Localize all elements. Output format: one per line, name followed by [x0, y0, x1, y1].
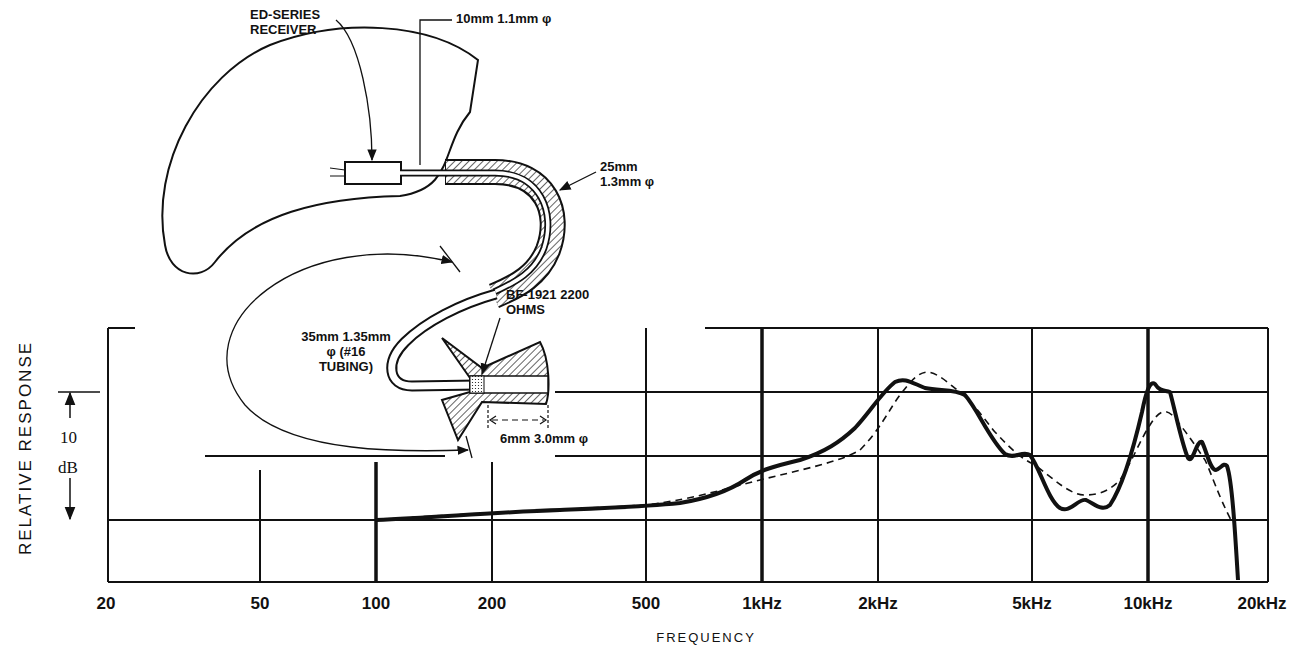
tick-label: 200: [478, 594, 506, 614]
tick-label: 5kHz: [1012, 594, 1052, 614]
aid-case: [162, 28, 478, 274]
canal-dimension: [488, 405, 548, 428]
scale-label: dB: [58, 458, 78, 478]
bf-1921-damper: [470, 376, 484, 393]
receiver: [345, 162, 401, 184]
tick-label: 50: [251, 594, 270, 614]
tick-label: 2kHz: [858, 594, 898, 614]
part-label: BF-1921 2200 OHMS: [506, 288, 590, 318]
scale-label: 10: [60, 428, 77, 448]
part-label: ED-SERIES RECEIVER: [250, 8, 336, 38]
tick-label: 20: [97, 594, 116, 614]
dimension-label: 10mm 1.1mm φ: [456, 12, 551, 27]
axis-title: FREQUENCY: [656, 631, 756, 646]
chart-grid: [108, 328, 1268, 582]
dimension-label: 35mm 1.35mm φ (#16 TUBING): [298, 330, 394, 375]
leader-lines: [336, 20, 596, 374]
dimension-label: 6mm 3.0mm φ: [500, 432, 588, 447]
earhook: [445, 172, 553, 296]
db-bracket: [58, 392, 100, 519]
tick-label: 1kHz: [742, 594, 782, 614]
tick-label: 100: [362, 594, 390, 614]
tick-label: 500: [632, 594, 660, 614]
tubing-dimension: [227, 254, 468, 451]
response-solid: [376, 380, 1238, 580]
earmold: [442, 338, 548, 440]
axis-title: RELATIVE RESPONSE: [16, 341, 36, 555]
tick-label: 20kHz: [1237, 594, 1286, 614]
dimension-label: 25mm 1.3mm φ: [600, 160, 662, 190]
tick-label: 10kHz: [1123, 594, 1172, 614]
